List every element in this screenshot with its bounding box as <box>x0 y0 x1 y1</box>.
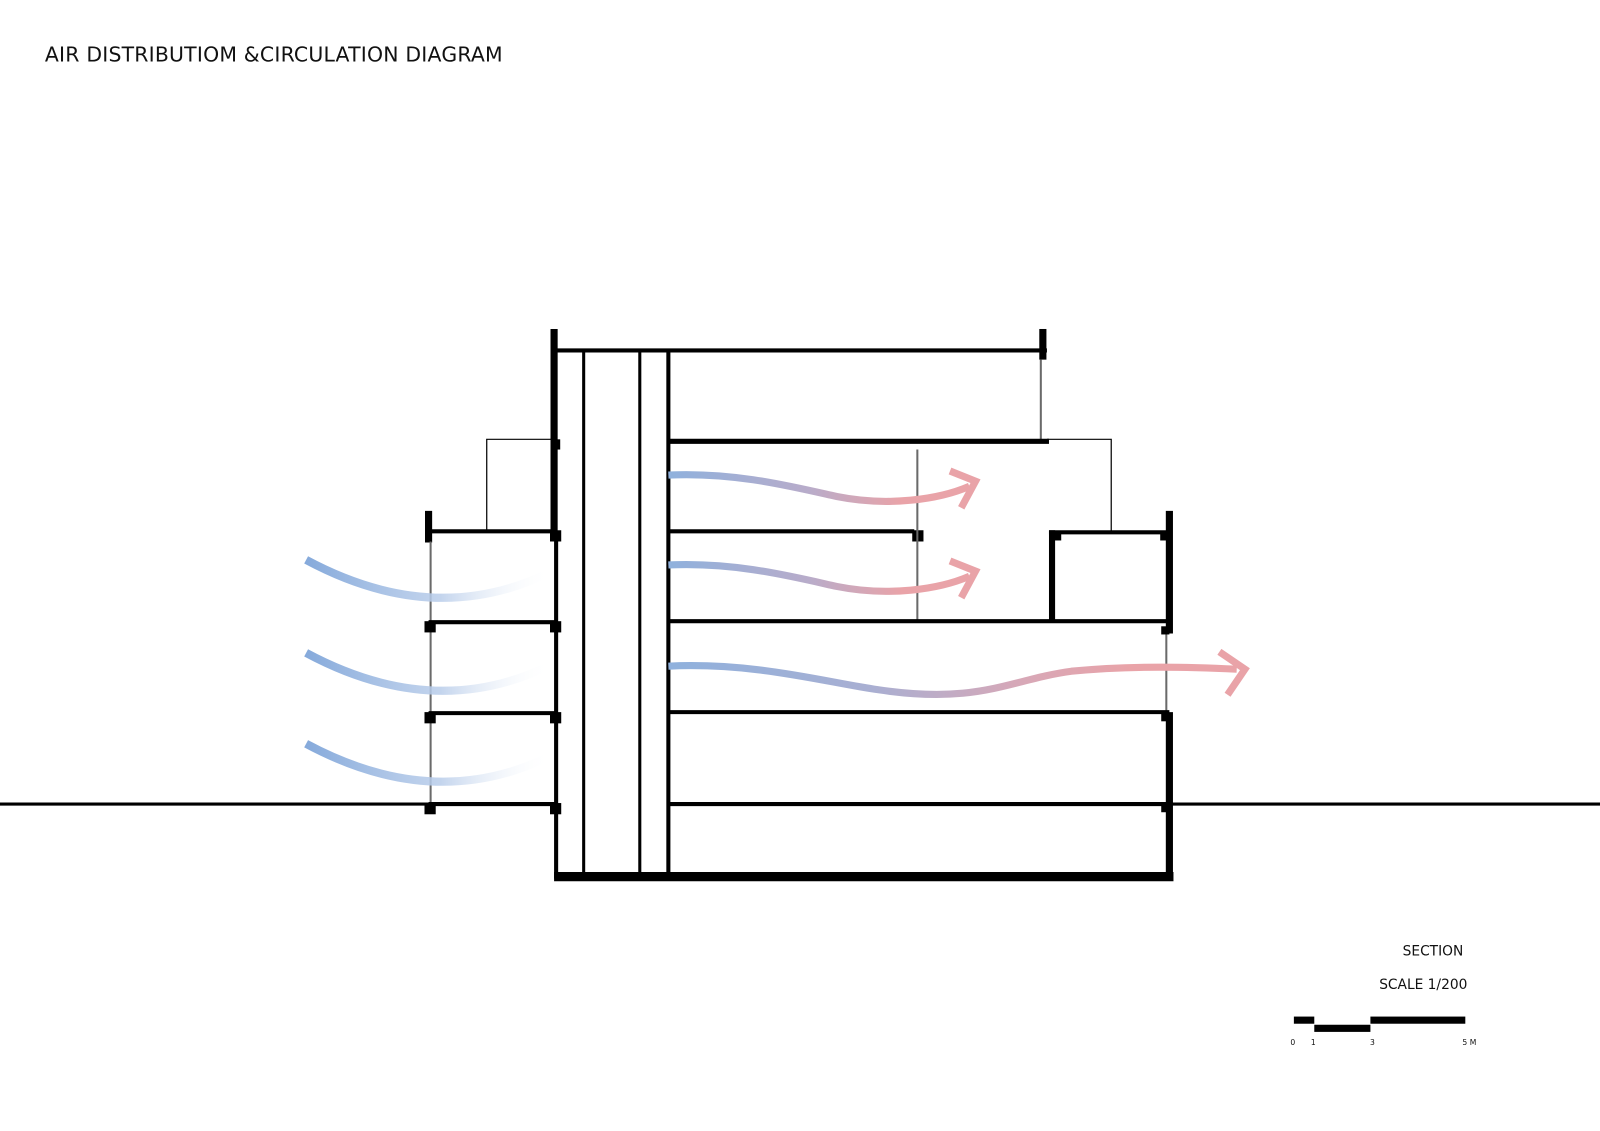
air-circulation-arrows <box>668 467 1250 698</box>
arrowhead <box>948 467 981 510</box>
slab-node <box>550 803 562 815</box>
right-roof-outline <box>1046 438 1112 532</box>
scale-bar-segment <box>1293 1016 1315 1024</box>
cool-air-inflow-arrow <box>304 649 550 695</box>
left-roof-outline <box>486 438 558 532</box>
slab-node <box>552 439 561 450</box>
arrowhead <box>1217 648 1250 697</box>
slab-node <box>424 712 436 724</box>
slab-node <box>1160 532 1168 541</box>
circulation-arrow-lower <box>668 648 1250 698</box>
scale-tick-label: 1 <box>1311 1038 1316 1047</box>
scale-tick-label: 3 <box>1370 1038 1375 1047</box>
slab-node <box>550 530 562 542</box>
scale-bar-segment <box>1314 1024 1371 1032</box>
slab-node <box>1161 804 1170 813</box>
arrowhead <box>948 557 981 600</box>
slab-node <box>1054 532 1062 541</box>
scale-tick-label: 5 M <box>1462 1038 1476 1047</box>
circulation-arrow-shaft <box>668 662 1237 698</box>
circulation-arrow-shaft <box>668 561 971 595</box>
slab-node <box>424 621 436 633</box>
slab-node <box>1161 626 1170 635</box>
slab-node <box>1161 713 1170 722</box>
circulation-arrow-middle <box>668 557 981 600</box>
circulation-arrow-upper <box>668 467 981 510</box>
slab-node <box>550 712 562 724</box>
scale-label: SCALE 1/200 <box>1379 977 1467 993</box>
cool-air-inflow <box>304 556 550 786</box>
left-wing-section <box>424 438 1112 815</box>
slab-node <box>424 803 436 815</box>
scale-tick-label: 0 <box>1290 1038 1295 1047</box>
scale-bar-segment <box>1370 1016 1466 1024</box>
circulation-arrow-shaft <box>668 471 971 505</box>
section-label: SECTION <box>1403 943 1464 959</box>
cool-air-inflow-arrow <box>304 740 550 786</box>
diagram-title: AIR DISTRIBUTIOM &CIRCULATION DIAGRAM <box>45 42 503 66</box>
main-building-section <box>550 328 1174 882</box>
cool-air-inflow-arrow <box>304 556 550 602</box>
slab-node <box>550 621 562 633</box>
scale-bar: 0 1 3 5 M <box>1290 1016 1476 1047</box>
